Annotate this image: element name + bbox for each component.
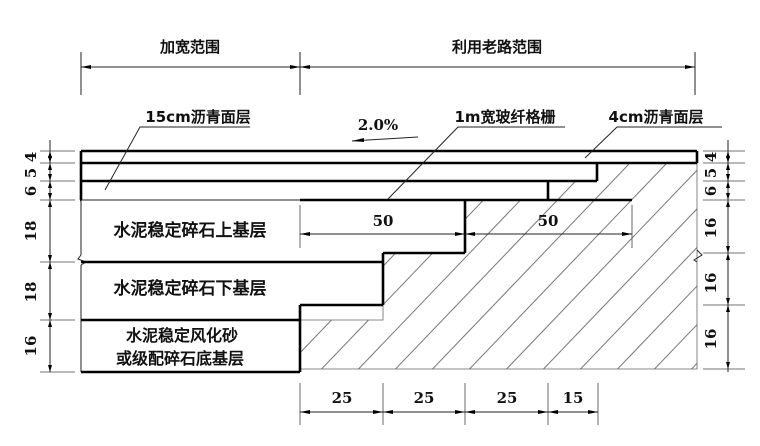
- dim-arrow-icon: [726, 305, 730, 312]
- dim-arrow-icon: [48, 174, 52, 181]
- right-thickness-dimensions: 4 5 6 16 16 16: [702, 140, 745, 372]
- hatch-line: [384, 163, 616, 369]
- dim-arrow-icon: [48, 181, 52, 188]
- widening-range-label: 加宽范围: [159, 38, 220, 56]
- callouts: 15cm沥青面层 1m宽玻纤格栅 4cm沥青面层 2.0%: [104, 108, 722, 200]
- dim-arrow-icon: [726, 174, 730, 181]
- hatch-line: [532, 163, 697, 369]
- leader-4cm: [584, 126, 722, 159]
- dim-arrow-icon: [48, 320, 52, 327]
- mid-dim-label-2: 50: [538, 212, 559, 230]
- right-dim-4: 4: [702, 152, 720, 162]
- hatch-line: [458, 163, 690, 369]
- bottom-dim-label-4: 15: [563, 389, 584, 407]
- dim-arrow-icon: [726, 362, 730, 369]
- dim-arrow-icon: [48, 156, 52, 163]
- slope-arrow-icon: [352, 138, 364, 142]
- bottom-dimensions: 25 25 25 15: [299, 383, 599, 425]
- left-dim-18a: 18: [22, 221, 40, 242]
- leader-geogrid: [387, 126, 565, 200]
- dim-arrow-icon: [726, 163, 730, 170]
- break-symbol-left: [77, 254, 88, 266]
- dim-arrow-icon: [48, 163, 52, 170]
- dim-arrow-icon: [726, 193, 730, 200]
- right-dim-6: 6: [702, 186, 720, 196]
- right-dim-16a: 16: [702, 218, 720, 239]
- left-dim-5: 5: [22, 168, 40, 178]
- dim-arrow-icon: [726, 246, 730, 253]
- hatch-line: [421, 163, 653, 369]
- old-road-hatch: [300, 140, 760, 380]
- hatch-line: [300, 163, 468, 369]
- left-dim-6: 6: [22, 186, 40, 196]
- surface-4cm-label: 4cm沥青面层: [609, 108, 704, 126]
- hatch-line: [755, 140, 760, 380]
- right-dim-16b: 16: [702, 273, 720, 294]
- subbase-label-line2: 或级配碎石底基层: [116, 349, 244, 368]
- range-dimensions: 加宽范围 利用老路范围: [80, 38, 696, 95]
- left-dim-16: 16: [22, 336, 40, 357]
- dim-arrow-icon: [726, 156, 730, 163]
- old-road-range-label: 利用老路范围: [452, 38, 542, 56]
- hatch-line: [310, 163, 542, 369]
- slope-label: 2.0%: [358, 116, 398, 134]
- right-dim-16c: 16: [702, 329, 720, 350]
- dim-arrow-icon: [726, 181, 730, 188]
- left-thickness-dimensions: 4 5 6 18 18 16: [22, 140, 75, 373]
- hatch-line: [643, 163, 697, 369]
- hatch-line: [495, 163, 697, 369]
- hatch-line: [718, 140, 760, 380]
- lower-base-label: 水泥稳定碎石下基层: [114, 278, 267, 299]
- dim-arrow-icon: [726, 298, 730, 305]
- dim-arrow-icon: [48, 262, 52, 269]
- break-symbol-right: [693, 249, 703, 263]
- pavement-layers: [77, 149, 703, 374]
- hatch-line: [606, 163, 697, 369]
- surface-15cm-label: 15cm沥青面层: [145, 108, 250, 126]
- mid-dimensions: 50 50: [299, 205, 633, 248]
- layer-labels: 水泥稳定碎石上基层 水泥稳定碎石下基层 水泥稳定风化砂 或级配碎石底基层: [114, 220, 267, 368]
- right-dim-5: 5: [702, 168, 720, 178]
- geogrid-label: 1m宽玻纤格栅: [454, 108, 555, 126]
- subbase-label-line1: 水泥稳定风化砂: [126, 326, 238, 345]
- upper-base-label: 水泥稳定碎石上基层: [114, 220, 267, 241]
- left-dim-18b: 18: [22, 282, 40, 303]
- hatch-line: [300, 163, 505, 369]
- hatch-line: [569, 163, 697, 369]
- dim-arrow-icon: [726, 200, 730, 207]
- hatch-line: [680, 163, 697, 369]
- bottom-dim-label-3: 25: [497, 389, 518, 407]
- dim-arrow-icon: [48, 200, 52, 207]
- dim-arrow-icon: [48, 193, 52, 200]
- bottom-dim-label-1: 25: [332, 389, 353, 407]
- bottom-dim-label-2: 25: [414, 389, 435, 407]
- dim-arrow-icon: [726, 253, 730, 260]
- dim-arrow-icon: [48, 365, 52, 372]
- mid-dim-label-1: 50: [373, 212, 394, 230]
- dim-arrow-icon: [48, 255, 52, 262]
- dim-arrow-icon: [48, 313, 52, 320]
- left-dim-4: 4: [22, 152, 40, 162]
- leader-15cm: [104, 126, 250, 191]
